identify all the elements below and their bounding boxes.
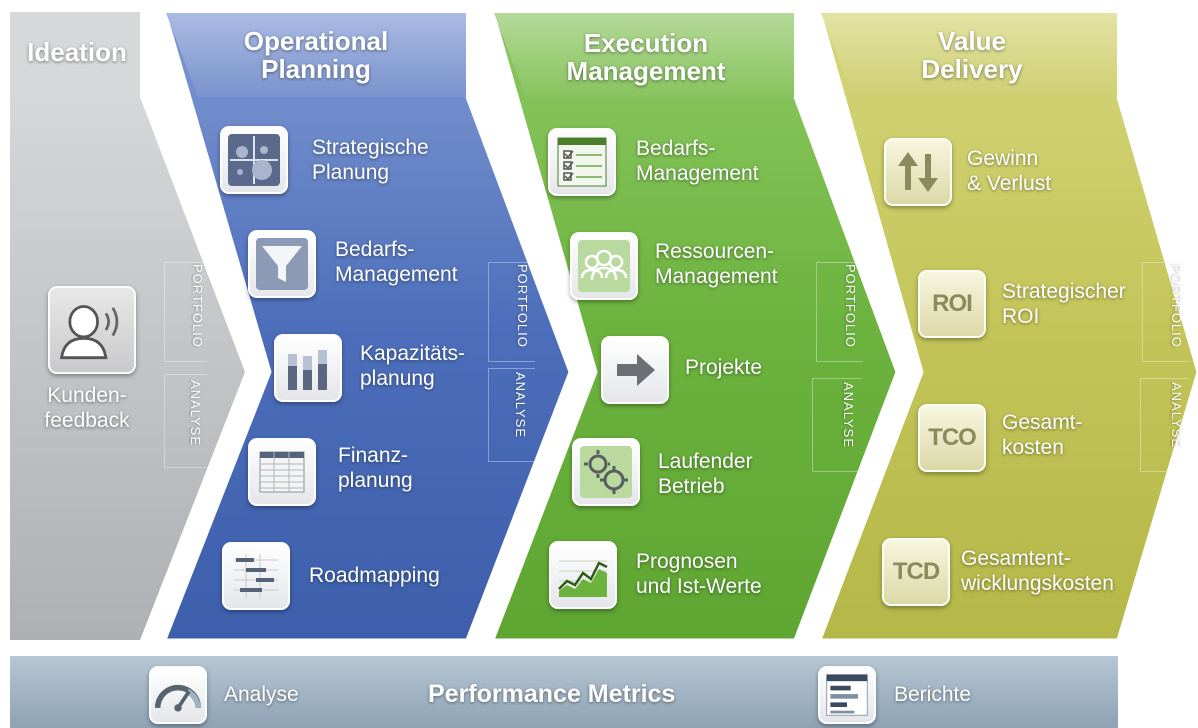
label-laufender-betrieb: Laufender Betrieb [658, 450, 753, 498]
funnel-icon [256, 238, 308, 290]
label-gesamtkosten: Gesamt- kosten [1002, 411, 1083, 459]
stage-title-operational: Operational Planning [243, 26, 389, 84]
label-bedarfs-management-ex: Bedarfs- Management [636, 137, 759, 185]
label-gewinn-verlust: Gewinn & Verlust [967, 147, 1052, 195]
analyse-box-3 [812, 378, 861, 472]
people-icon [578, 240, 630, 292]
arrow-right-icon [617, 354, 655, 386]
tcd-badge-icon: TCD [892, 558, 940, 585]
portfolio-tag-1: PORTFOLIO [190, 264, 205, 348]
analyse-box-2 [488, 368, 535, 462]
up-down-arrows-icon [898, 152, 938, 192]
stage-title-execution: Execution Management [566, 28, 726, 86]
operational-header [166, 13, 466, 97]
tile-ressourcen-management [570, 232, 638, 300]
stage-title-value: Value Delivery [921, 26, 1023, 84]
checklist-icon [557, 137, 607, 187]
analyse-box-4 [1140, 378, 1189, 472]
label-gesamtentwicklungskosten: Gesamtent- wicklungskosten [961, 547, 1114, 595]
person-speaking-icon [59, 305, 119, 360]
analyse-tag-3: ANALYSE [841, 382, 856, 449]
portfolio-tag-2: PORTFOLIO [515, 264, 530, 348]
gauge-icon [154, 684, 202, 712]
label-roadmapping: Roadmapping [309, 564, 440, 587]
label-finanzplanung: Finanz- planung [338, 444, 413, 492]
portfolio-tag-3: PORTFOLIO [843, 264, 858, 348]
tile-bedarfs-management-op [248, 230, 316, 298]
roi-badge-icon: ROI [932, 290, 973, 317]
tile-roadmapping [222, 542, 290, 610]
spreadsheet-icon [259, 451, 305, 493]
label-kundenfeedback: Kunden- feedback [44, 384, 130, 432]
performance-right-label: Berichte [894, 683, 972, 706]
performance-left-label: Analyse [224, 683, 299, 706]
label-projekte: Projekte [685, 356, 763, 379]
value-header [821, 13, 1117, 97]
execution-header [494, 13, 794, 97]
area-chart-icon [558, 560, 608, 597]
tile-bedarfs-management-ex [548, 128, 616, 196]
portfolio-box-4 [1142, 262, 1189, 362]
portfolio-box-3 [816, 262, 863, 362]
tile-laufender-betrieb [572, 438, 640, 506]
tile-gewinn-verlust [884, 138, 952, 206]
performance-title: Performance Metrics [428, 680, 676, 708]
portfolio-box-2 [488, 262, 535, 362]
tco-badge-icon: TCO [928, 424, 977, 451]
gantt-icon [234, 554, 278, 598]
tile-strategische-planung [220, 126, 288, 194]
gears-icon [580, 446, 632, 498]
label-strategische-planung: Strategische Planung [312, 136, 429, 184]
tile-analyse [149, 666, 207, 724]
tile-prognosen [549, 541, 617, 609]
label-prognosen: Prognosen und Ist-Werte [636, 550, 762, 598]
tile-projekte [601, 336, 669, 404]
label-kapazitaetsplanung: Kapazitäts- planung [360, 342, 466, 390]
tile-berichte [818, 666, 876, 724]
portfolio-box-1 [164, 262, 207, 362]
tile-kundenfeedback [48, 286, 136, 374]
label-ressourcen-management: Ressourcen- Management [655, 240, 778, 288]
bar-chart-icon [288, 350, 327, 390]
analyse-tag-1: ANALYSE [188, 380, 203, 447]
tile-strategischer-roi: ROI [918, 270, 986, 338]
tile-kapazitaetsplanung [274, 334, 342, 402]
analyse-box-1 [164, 374, 207, 468]
tile-gesamtentwicklungskosten: TCD [882, 538, 950, 606]
label-bedarfs-management-op: Bedarfs- Management [335, 238, 458, 286]
bubble-matrix-icon [228, 134, 280, 186]
portfolio-tag-4: PORTFOLIO [1169, 264, 1184, 348]
tile-finanzplanung [248, 438, 316, 506]
ideation-header [10, 12, 140, 97]
tile-gesamtkosten: TCO [918, 404, 986, 472]
analyse-tag-2: ANALYSE [513, 372, 528, 439]
report-icon [826, 674, 868, 716]
stage-title-ideation: Ideation [27, 37, 127, 67]
label-strategischer-roi: Strategischer ROI [1002, 280, 1126, 328]
analyse-tag-4: ANALYSE [1169, 382, 1184, 449]
